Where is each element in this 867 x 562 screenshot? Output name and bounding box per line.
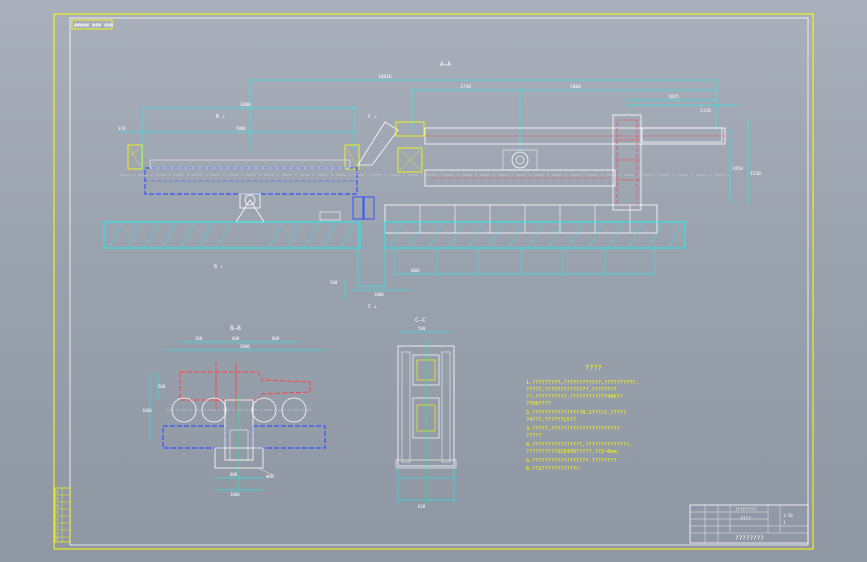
title-tab-text: ##### ### ### <box>74 23 113 29</box>
title-block-company: ????????? <box>735 507 757 512</box>
note-line: 2.????????????????0.2???/1.????? <box>526 410 626 416</box>
title-block: ????????? ???? 1:50 1 ???????? <box>689 504 809 544</box>
rev-cell: ? <box>56 518 59 523</box>
dim-b-width: 2000 <box>240 344 250 349</box>
rev-cell: ? <box>56 497 59 502</box>
notes-heading: ???? <box>585 364 602 372</box>
technical-notes: ???? 1.?????????,????????????,??????????… <box>526 364 638 472</box>
dim-c-top: 560 <box>418 326 426 331</box>
note-line: ?4???,??????L5?? <box>526 417 576 423</box>
dim-overall: 10816 <box>378 74 392 80</box>
rev-cell: ? <box>56 504 59 509</box>
note-line: ??????????1CE430?????,??1~6mm. <box>526 449 620 455</box>
note-line: 3.?????,?????????????????????? <box>526 426 620 432</box>
dim-c-bottom: 620 <box>418 504 426 509</box>
cut-b-top: B ↓ <box>216 114 225 120</box>
dim-b-h1: 1600 <box>142 408 152 413</box>
dim-left-length: 3200 <box>240 102 251 108</box>
main-view-label: A—A <box>440 61 451 68</box>
dim-small-1: 370 <box>118 126 126 131</box>
dim-b-r: Φ60 <box>266 474 274 479</box>
revision-block: ? ? ? ? ? ? ? ? <box>54 487 71 543</box>
section-bb: B—B 160 600 800 2000 600 1000 Φ60 <box>142 325 326 497</box>
outer-frame <box>53 13 814 550</box>
dim-b-d3: 800 <box>272 336 280 341</box>
dim-right-a: 1025 <box>668 94 679 100</box>
dim-right-b: 1120 <box>700 108 711 114</box>
dim-mid-top: 1740 <box>460 84 471 90</box>
dim-height-a: 1950 <box>732 166 743 172</box>
dim-base-h: 500 <box>330 280 338 285</box>
title-block-scale: 1:50 <box>783 513 793 518</box>
title-block-caption: ???????? <box>735 535 764 542</box>
dim-b-d2: 600 <box>232 336 240 341</box>
rev-cell: ? <box>56 525 59 530</box>
note-line: ??50???? <box>526 401 551 407</box>
dim-bay: 1000 <box>410 268 420 273</box>
dim-b-d1: 160 <box>195 336 203 341</box>
dim-b-h2: 500 <box>158 384 166 389</box>
title-tab <box>71 19 113 30</box>
section-b-label: B—B <box>230 325 241 332</box>
dim-small-3: 5000 <box>236 126 246 131</box>
cut-c-bottom: C ↓ <box>368 304 377 310</box>
note-line: ?????,??????????????,???????? <box>526 387 617 393</box>
note-line: ??,??????????,????????????40X?? <box>526 394 623 400</box>
section-cc: C—C 560 620 <box>395 317 457 509</box>
rev-cell: ? <box>56 511 59 516</box>
dim-b-base: 600 <box>230 472 238 477</box>
cut-c-top: C ↓ <box>368 114 377 120</box>
title-block-sheet: 1 <box>783 520 786 525</box>
note-line: ????? <box>526 433 542 439</box>
rev-cell: ? <box>56 537 59 542</box>
dim-height-b: 1530 <box>750 171 761 177</box>
dim-b-bottom: 1000 <box>230 492 240 497</box>
dim-base-w: 1000 <box>374 292 384 297</box>
title-block-name: ???? <box>740 516 751 522</box>
rev-cell: ? <box>56 490 59 495</box>
section-c-label: C—C <box>415 317 426 324</box>
note-line: 5.??????????????????.???????? <box>526 458 617 464</box>
note-line: 1.?????????,????????????,??????????, <box>526 380 638 386</box>
note-line: 4.????????????????,??????????????, <box>526 442 632 448</box>
dim-right-top: 5060 <box>570 84 581 90</box>
note-line: 6.??2????????????. <box>526 466 582 472</box>
rev-cell: ? <box>56 532 59 537</box>
cut-b-bottom: B ↓ <box>214 264 223 270</box>
main-view-aa: A—A 10816 1740 5060 1025 1120 3200 370 5… <box>103 61 761 310</box>
inner-frame <box>69 17 809 546</box>
